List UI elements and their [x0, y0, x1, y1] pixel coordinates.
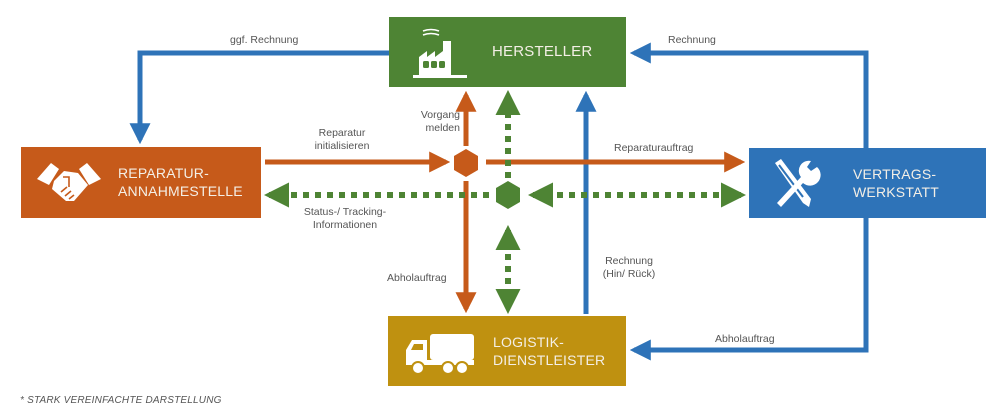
- hersteller-label: HERSTELLER: [492, 43, 593, 60]
- tools-icon: [775, 159, 821, 207]
- reparatur-label-line2: ANNAHMESTELLE: [118, 183, 243, 199]
- label-vorgang-melden: Vorgang melden: [420, 109, 460, 134]
- node-reparatur-annahmestelle[interactable]: REPARATUR- ANNAHMESTELLE: [21, 147, 261, 218]
- werkstatt-label-line2: WERKSTATT: [853, 184, 940, 200]
- factory-icon: [413, 28, 467, 78]
- edge-abholauftrag-right: [629, 218, 869, 361]
- label-reparaturauftrag: Reparaturauftrag: [614, 142, 694, 154]
- label-abholauftrag-right: Abholauftrag: [715, 333, 775, 345]
- edge-ggf-rechnung: [129, 50, 389, 145]
- label-reparatur-initialisieren: Reparatur initialisieren: [314, 127, 370, 152]
- label-rechnung-top: Rechnung: [668, 34, 716, 46]
- logistik-label-line2: DIENSTLEISTER: [493, 352, 606, 368]
- node-logistik-dienstleister[interactable]: LOGISTIK- DIENSTLEISTER: [388, 316, 626, 386]
- edge-rechnung-top: [629, 42, 869, 148]
- label-rechnung-hin-rueck: Rechnung (Hin/ Rück): [602, 255, 656, 280]
- werkstatt-label-line1: VERTRAGS-: [853, 166, 937, 182]
- node-hersteller[interactable]: HERSTELLER: [389, 17, 626, 87]
- footnote: * STARK VEREINFACHTE DARSTELLUNG: [20, 395, 222, 406]
- node-vertragswerkstatt[interactable]: VERTRAGS- WERKSTATT: [749, 148, 986, 218]
- orange-hub-hexagon: [454, 149, 478, 177]
- label-abholauftrag-left: Abholauftrag: [387, 272, 447, 284]
- handshake-icon: [37, 163, 101, 201]
- logistik-label-line1: LOGISTIK-: [493, 334, 565, 350]
- label-status-tracking: Status-/ Tracking- Informationen: [303, 206, 387, 231]
- reparatur-label-line1: REPARATUR-: [118, 165, 209, 181]
- green-hub-hexagon: [496, 181, 520, 209]
- truck-icon: [406, 334, 474, 375]
- label-ggf-rechnung: ggf. Rechnung: [230, 34, 299, 46]
